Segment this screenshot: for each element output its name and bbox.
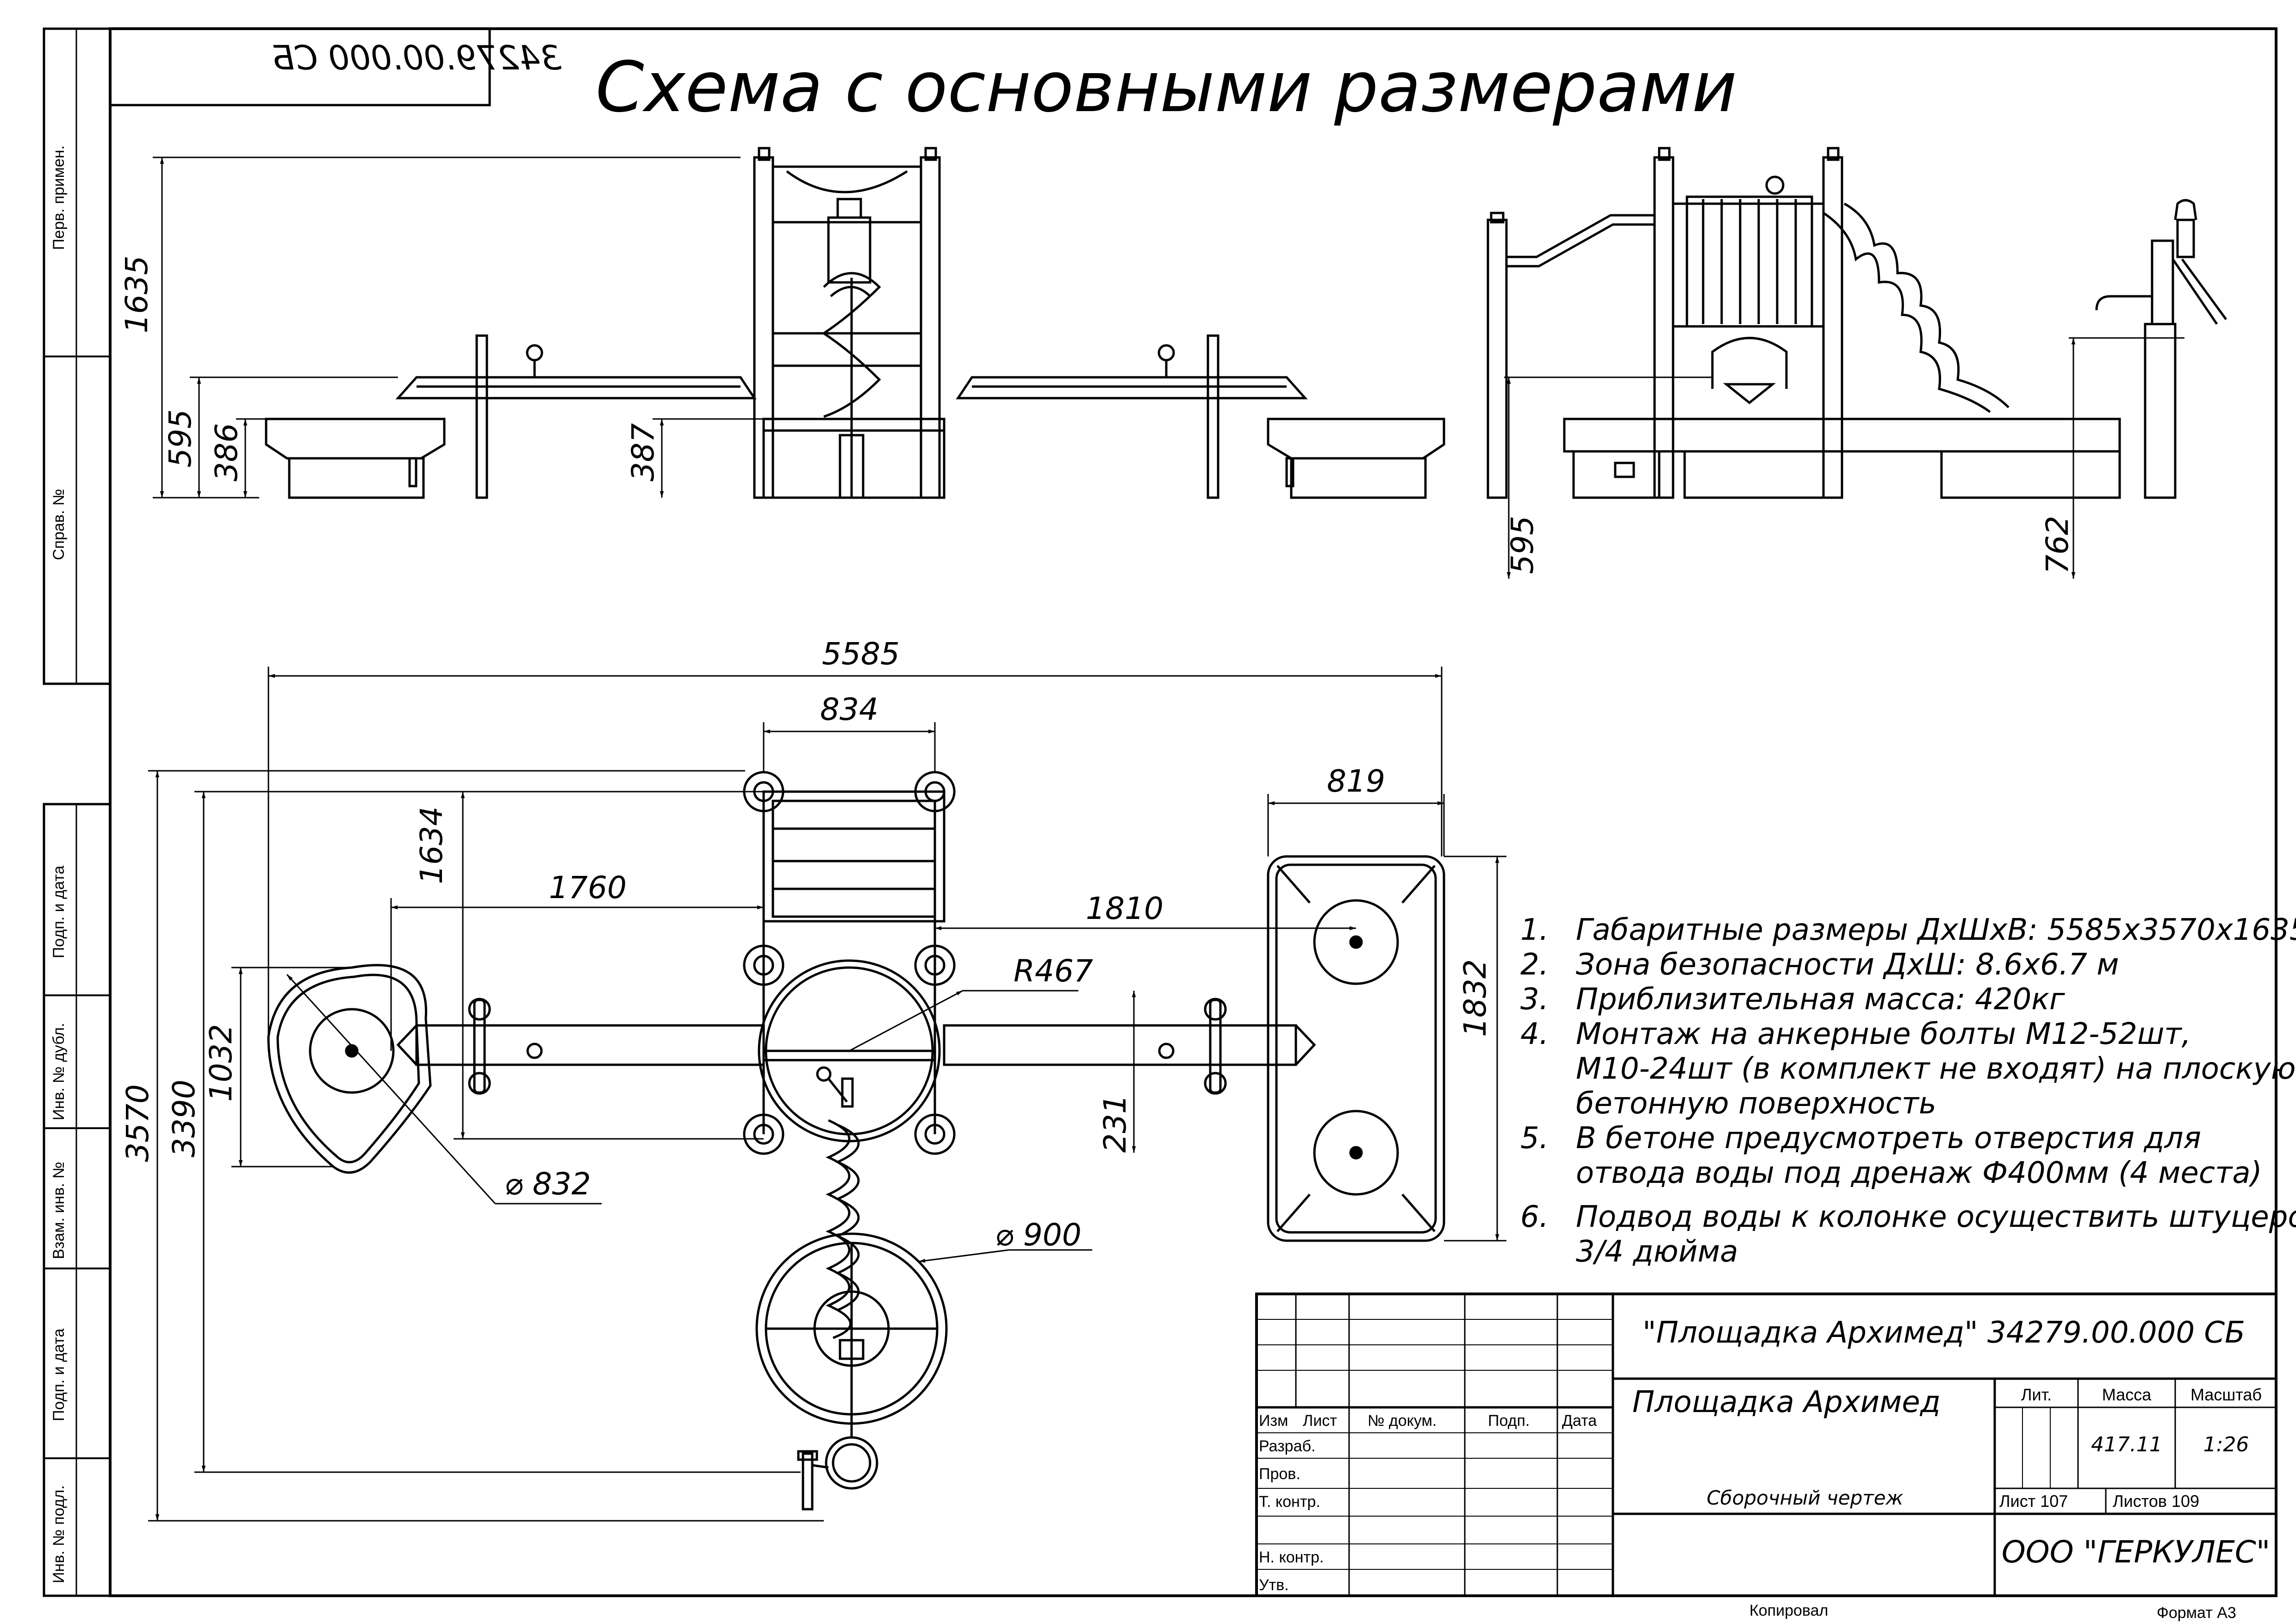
tb-col-list: Лист <box>1303 1412 1337 1430</box>
tb-scale-label: Масштаб <box>2190 1385 2262 1404</box>
title-block-text: "Площадка Архимед" 34279.00.000 СБ Площа… <box>1259 1316 2270 1594</box>
tb-name: Площадка Архимед <box>1632 1385 1941 1419</box>
dim-d900: ⌀ 900 <box>995 1217 1082 1253</box>
tb-row-nkontr: Н. контр. <box>1259 1549 1324 1566</box>
tb-company: ООО "ГЕРКУЛЕС" <box>2002 1534 2270 1570</box>
side-dim-labels: 595 762 <box>1505 516 2075 574</box>
note-6-num: 6. <box>1520 1200 1549 1234</box>
tb-col-izm: Изм <box>1259 1412 1288 1430</box>
tb-sheets: Листов 109 <box>2113 1492 2199 1511</box>
side-label-inv-dubl: Инв. № дубл. <box>50 1023 68 1120</box>
note-5-line-1: В бетоне предусмотреть отверстия для <box>1576 1121 2201 1156</box>
dim-3390: 3390 <box>166 1080 202 1157</box>
note-3-num: 3. <box>1520 982 1549 1017</box>
plan-dimensions <box>148 667 1506 1522</box>
tb-row-prov: Пров. <box>1259 1465 1300 1483</box>
dim-819: 819 <box>1327 763 1385 799</box>
dim-1032: 1032 <box>203 1024 239 1102</box>
drawing-title: Схема с основными размерами <box>596 47 1737 128</box>
tb-col-doc: № докум. <box>1368 1412 1437 1430</box>
footer-copied: Копировал <box>1749 1602 1828 1619</box>
dim-762: 762 <box>2040 516 2075 574</box>
title-block-lines <box>1255 1293 2277 1597</box>
tb-mass-label: Масса <box>2102 1385 2152 1404</box>
tb-scale-value: 1:26 <box>2203 1433 2249 1456</box>
dim-5585: 5585 <box>822 636 900 672</box>
dim-1635: 1635 <box>119 256 155 333</box>
side-stamp-labels: Перв. примен. Справ. № Подп. и дата Инв.… <box>50 145 68 1583</box>
plan-view <box>267 771 1445 1511</box>
note-6-line-2: 3/4 дюйма <box>1576 1235 1738 1269</box>
tb-lit-label: Лит. <box>2021 1385 2052 1404</box>
tb-designation: "Площадка Архимед" 34279.00.000 СБ <box>1643 1316 2245 1350</box>
tb-mass-value: 417.11 <box>2091 1433 2162 1456</box>
dim-r467: R467 <box>1014 953 1093 989</box>
plan-dim-labels: 5585 834 819 1634 1760 1810 1832 R467 10… <box>120 636 1493 1253</box>
tb-doc-type: Сборочный чертеж <box>1707 1487 1904 1509</box>
side-label-vzam-inv: Взам. инв. № <box>50 1162 68 1259</box>
dim-595-front: 595 <box>162 409 198 468</box>
side-label-perv-primen: Перв. примен. <box>50 145 68 250</box>
front-view <box>265 147 1445 499</box>
dim-231: 231 <box>1097 1094 1133 1153</box>
dim-1634: 1634 <box>414 806 449 884</box>
footer-format: Формат А3 <box>2157 1604 2236 1622</box>
tb-col-podp: Подп. <box>1488 1412 1530 1430</box>
tb-sheet: Лист 107 <box>1999 1492 2068 1511</box>
dim-386: 386 <box>209 423 244 481</box>
dim-d832: ⌀ 832 <box>504 1166 591 1202</box>
dim-1832: 1832 <box>1457 959 1493 1037</box>
note-4-line-3: бетонную поверхность <box>1576 1087 1936 1121</box>
sheet-frame <box>43 27 2277 1597</box>
dim-3570: 3570 <box>120 1084 156 1162</box>
side-dimensions <box>1504 337 2184 579</box>
note-4-line-1: Монтаж на анкерные болты М12-52шт, <box>1576 1017 2191 1051</box>
dim-1760: 1760 <box>549 870 627 906</box>
dim-1810: 1810 <box>1086 891 1164 926</box>
front-dimensions <box>153 156 764 499</box>
side-label-inv-podl: Инв. № подл. <box>50 1485 68 1583</box>
dim-834: 834 <box>820 692 878 727</box>
tb-row-razrab: Разраб. <box>1259 1437 1315 1455</box>
front-dim-labels: 1635 595 386 387 <box>119 256 661 481</box>
side-label-podp-data-1: Подп. и дата <box>50 866 68 958</box>
side-view <box>1487 147 2228 499</box>
note-1-line-1: Габаритные размеры ДхШхВ: 5585х3570х1635… <box>1576 913 2296 947</box>
note-4-line-2: М10-24шт (в комплект не входят) на плоск… <box>1576 1052 2296 1086</box>
dim-595-side: 595 <box>1505 516 1540 574</box>
note-5-num: 5. <box>1520 1121 1549 1156</box>
side-label-sprav: Справ. № <box>50 489 68 560</box>
tb-row-utv: Утв. <box>1259 1576 1289 1594</box>
tb-col-date: Дата <box>1562 1412 1597 1430</box>
note-2-line-1: Зона безопасности ДхШ: 8.6х6.7 м <box>1576 948 2119 982</box>
tb-row-tkontr: Т. контр. <box>1259 1493 1320 1511</box>
note-5-line-2: отвода воды под дренаж Ф400мм (4 места) <box>1576 1156 2262 1190</box>
doc-code-mirrored: 34279.00.000 СБ <box>272 38 561 77</box>
note-1-num: 1. <box>1520 913 1549 947</box>
note-2-num: 2. <box>1520 948 1549 982</box>
note-6-line-1: Подвод воды к колонке осуществить штуцер… <box>1576 1200 2296 1234</box>
technical-notes: 1. Габаритные размеры ДхШхВ: 5585х3570х1… <box>1520 913 2296 1269</box>
note-3-line-1: Приблизительная масса: 420кг <box>1576 982 2065 1017</box>
note-4-num: 4. <box>1520 1017 1549 1051</box>
side-label-podp-data-2: Подп. и дата <box>50 1329 68 1421</box>
dim-387: 387 <box>625 423 661 481</box>
